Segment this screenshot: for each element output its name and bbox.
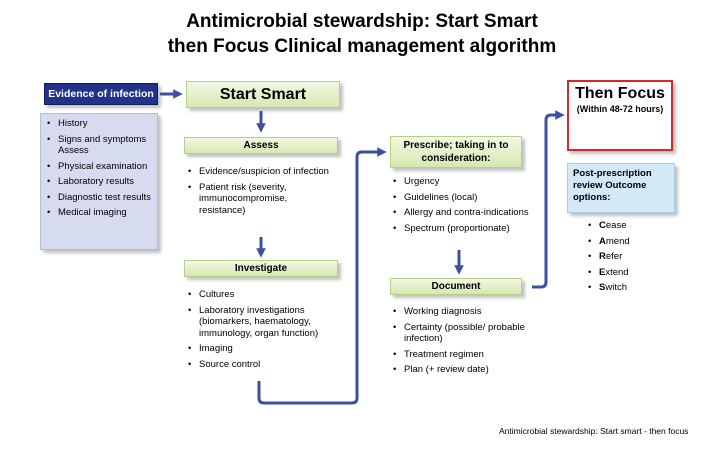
assess-list: Evidence/suspicion of infection Patient … — [186, 166, 336, 220]
option-rest: efer — [605, 251, 623, 262]
outcome-option-refer: Refer — [586, 251, 666, 263]
option-rest: witch — [605, 282, 627, 293]
list-item: Urgency — [391, 176, 531, 188]
list-item: Medical imaging — [45, 207, 155, 219]
then-focus-box: Then Focus (Within 48-72 hours) — [567, 80, 673, 151]
diagram-title-line-1: Antimicrobial stewardship: Start Smart — [186, 11, 538, 32]
then-focus-sublabel: (Within 48-72 hours) — [576, 104, 664, 114]
outcome-option-extend: Extend — [586, 267, 666, 279]
list-item: Certainty (possible/ probable infection) — [391, 322, 531, 345]
option-initial: S — [599, 282, 606, 293]
footer-caption: Antimicrobial stewardship: Start smart -… — [499, 426, 689, 436]
outcome-option-amend: Amend — [586, 236, 666, 248]
list-item: Allergy and contra-indications — [391, 207, 531, 219]
outcome-option-switch: Switch — [586, 282, 666, 294]
list-item: Plan (+ review date) — [391, 364, 531, 376]
outcome-option-cease: Cease — [586, 220, 666, 232]
list-item: Laboratory investigations (biomarkers, h… — [186, 305, 346, 340]
list-item: Patient risk (severity, immunocompromise… — [186, 182, 336, 217]
investigate-list: Cultures Laboratory investigations (biom… — [186, 289, 346, 374]
list-item: Cultures — [186, 289, 346, 301]
arrow-document-to-focus — [532, 110, 565, 289]
list-item: Working diagnosis — [391, 306, 531, 318]
list-item: Guidelines (local) — [391, 192, 531, 204]
list-item: Physical examination — [45, 161, 155, 173]
list-item: Evidence/suspicion of infection — [186, 166, 336, 178]
evidence-of-infection-header: Evidence of infection — [44, 83, 158, 105]
option-rest: mend — [605, 235, 630, 247]
list-item: Signs and symptoms Assess — [45, 134, 155, 157]
option-rest: ease — [605, 220, 627, 231]
post-prescription-review-box: Post-prescription review Outcome options… — [567, 163, 675, 213]
option-initial: R — [599, 251, 606, 262]
list-item: Spectrum (proportionate) — [391, 223, 531, 235]
document-list: Working diagnosis Certainty (possible/ p… — [391, 306, 531, 380]
assess-box: Assess — [184, 137, 338, 154]
list-item: Source control — [186, 359, 346, 371]
list-item: History — [45, 118, 155, 130]
arrow-investigate-to-prescribe — [257, 147, 387, 405]
start-smart-box: Start Smart — [186, 81, 340, 108]
evidence-of-infection-list: History Signs and symptoms Assess Physic… — [40, 113, 158, 250]
list-item: Treatment regimen — [391, 349, 531, 361]
prescribe-box: Prescribe; taking in to consideration: — [390, 136, 522, 168]
prescribe-list: Urgency Guidelines (local) Allergy and c… — [391, 176, 531, 238]
option-rest: xtend — [605, 266, 629, 278]
option-initial: A — [599, 235, 606, 247]
list-item: Diagnostic test results — [45, 192, 155, 204]
option-initial: C — [599, 220, 606, 231]
document-box: Document — [390, 278, 522, 295]
then-focus-label: Then Focus — [575, 85, 665, 102]
diagram-title-line-2: then Focus Clinical management algorithm — [167, 36, 557, 57]
option-initial: E — [599, 266, 606, 278]
list-item: Laboratory results — [45, 176, 155, 188]
outcome-options-list: Cease Amend Refer Extend Switch — [586, 220, 666, 298]
list-item: Imaging — [186, 343, 346, 355]
investigate-box: Investigate — [184, 260, 338, 277]
